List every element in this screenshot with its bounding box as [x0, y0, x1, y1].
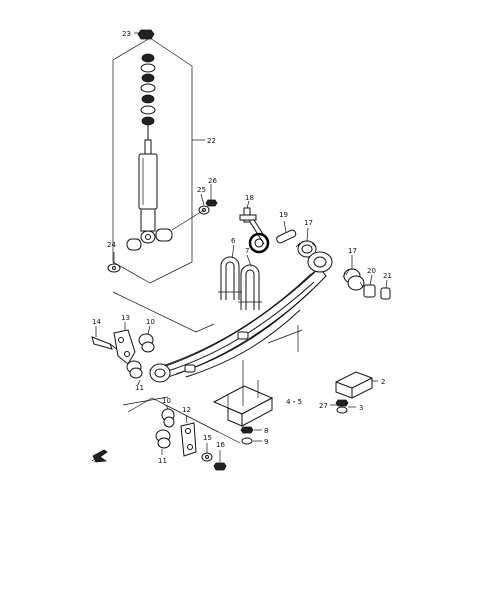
callout-4-5: 4・5	[286, 398, 302, 406]
callout-21: 21	[383, 272, 392, 280]
nut-16	[213, 462, 227, 471]
callout-13: 13	[121, 314, 130, 322]
washer-15	[201, 452, 213, 462]
bushing-10-lower	[161, 408, 175, 428]
spring-seat-plate	[212, 360, 274, 427]
lower-group-frame	[127, 397, 241, 444]
callout-7: 7	[245, 247, 249, 255]
callout-9: 9	[264, 438, 268, 446]
callout-25: 25	[197, 186, 206, 194]
callout-20: 20	[367, 267, 376, 275]
part-21	[380, 287, 391, 300]
callout-17b: 17	[348, 247, 357, 255]
callout-24: 24	[107, 241, 116, 249]
bushing-10-upper	[138, 333, 155, 353]
bump-stopper-2	[335, 371, 373, 399]
leaf-spring	[149, 251, 333, 383]
callout-6: 6	[231, 237, 236, 245]
callout-15: 15	[203, 434, 212, 442]
bolt-27-nut-3	[335, 399, 349, 414]
shackle-plate-13	[113, 329, 136, 365]
callout-10b: 10	[162, 397, 171, 405]
spring-hanger-bolt-18	[239, 207, 269, 245]
callout-26: 26	[208, 177, 217, 185]
callout-10a: 10	[146, 318, 155, 326]
callout-12: 12	[182, 406, 191, 414]
u-bolts	[218, 256, 262, 310]
callout-2: 2	[381, 378, 385, 386]
callout-8: 8	[264, 427, 268, 435]
callout-16: 16	[216, 441, 225, 449]
callout-11a: 11	[135, 384, 144, 392]
shock-top-nut	[137, 29, 155, 40]
shackle-leaders-upper	[95, 322, 151, 386]
bushing-17-lower	[342, 268, 365, 291]
callout-3: 3	[359, 404, 363, 412]
highlight-ring	[248, 232, 270, 254]
callout-11b: 11	[158, 457, 167, 465]
shock-leaders	[113, 32, 212, 264]
nut-26	[205, 199, 218, 207]
washer-9	[241, 437, 253, 445]
washer-24	[107, 263, 121, 273]
pin-19	[276, 229, 297, 244]
part-20	[363, 284, 376, 298]
bushing-17-upper	[295, 240, 317, 258]
callout-22: 22	[207, 137, 216, 145]
bushing-11-lower	[155, 429, 171, 449]
callout-19: 19	[279, 211, 288, 219]
callout-14: 14	[92, 318, 101, 326]
bolt-14	[91, 336, 119, 351]
washer-25	[198, 205, 210, 215]
callout-17a: 17	[304, 219, 313, 227]
u-bolt-leaders	[231, 244, 252, 267]
spring-frame	[112, 291, 303, 406]
callout-23: 23	[122, 30, 131, 38]
bushing-11-upper	[126, 360, 143, 379]
hanger-leaders	[246, 200, 388, 289]
callout-labels: 23 22 26 25 24 18 19 17 6 7 17 20 21 14 …	[92, 30, 392, 465]
shock-mount-stack	[140, 53, 156, 126]
callout-18: 18	[245, 194, 254, 202]
callout-27: 27	[319, 402, 328, 410]
shock-absorber	[138, 125, 158, 244]
bumper-leaders	[330, 380, 378, 408]
front-arrow-icon	[91, 449, 108, 463]
nut-8	[240, 426, 254, 434]
shock-lower-bushings	[126, 228, 173, 251]
shackle-plate-12	[180, 422, 197, 457]
lower-leaders	[161, 404, 262, 462]
